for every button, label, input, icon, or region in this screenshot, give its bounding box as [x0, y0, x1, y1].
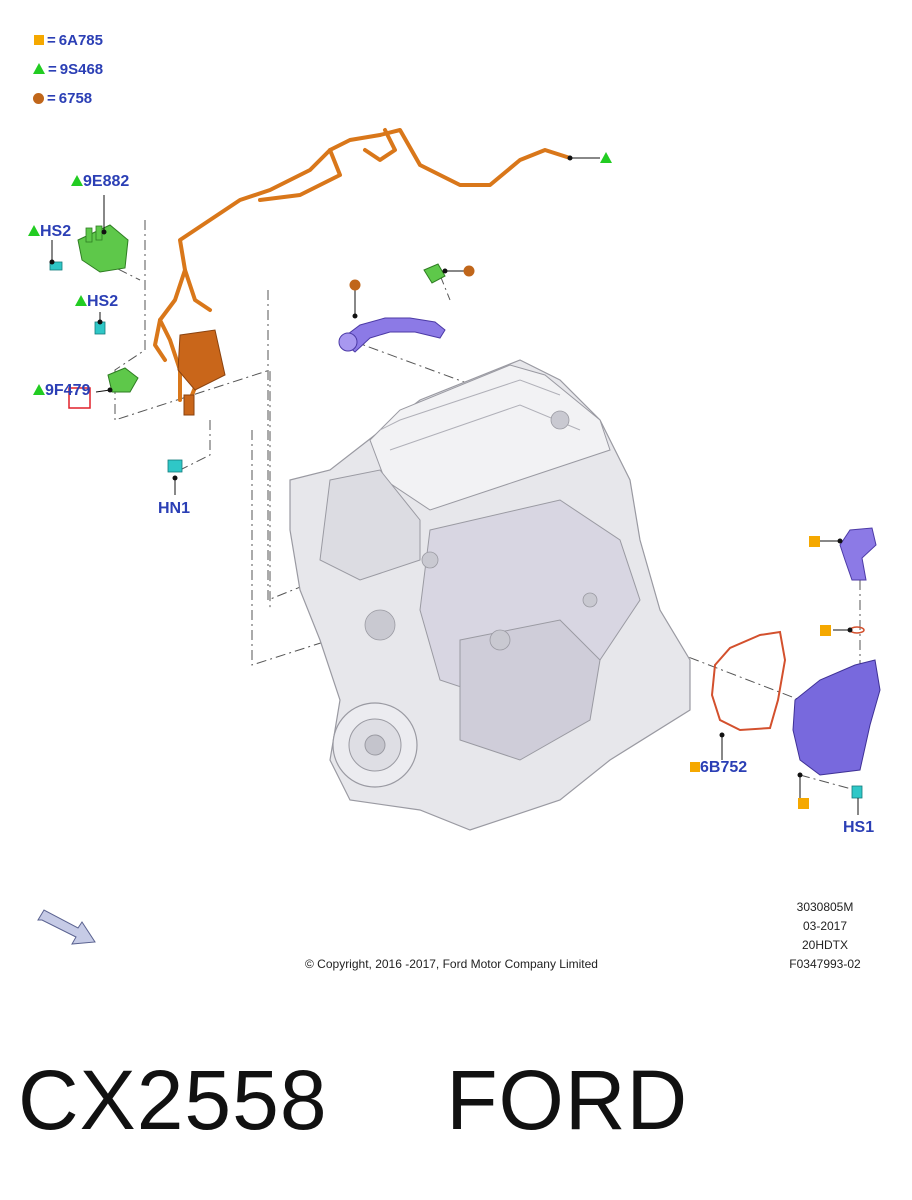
- callout-6b752: 6B752: [690, 759, 747, 777]
- callout-hs2-upper: HS2: [28, 223, 71, 241]
- legend-code: 9S468: [59, 61, 104, 78]
- triangle-icon: [33, 63, 45, 74]
- triangle-icon: [71, 175, 83, 186]
- highlight-box: [68, 387, 91, 409]
- callout-9e882: 9E882: [71, 173, 129, 191]
- square-icon: [690, 762, 700, 772]
- copyright-text: © Copyright, 2016 -2017, Ford Motor Comp…: [305, 957, 598, 971]
- legend-code: 6A785: [58, 32, 103, 49]
- callout-hn1: HN1: [158, 500, 191, 517]
- meta-variant: 20HDTX: [801, 938, 848, 952]
- caption-brand: FORD: [446, 1053, 689, 1147]
- triangle-icon: [33, 384, 45, 395]
- triangle-icon: [28, 225, 40, 236]
- sensor-9f479: [107, 367, 139, 393]
- callout-markers: [49, 152, 859, 815]
- fastener-hs2-upper: [49, 261, 63, 271]
- sensor-9e882: [77, 224, 129, 273]
- caption: CX2558 FORD: [18, 1052, 688, 1149]
- legend-code: 6758: [58, 90, 93, 107]
- circle-icon: [33, 93, 44, 104]
- callout-9f479: 9F479: [33, 382, 90, 400]
- meta-date: 03-2017: [802, 919, 848, 933]
- fastener-hn1: [167, 459, 183, 473]
- callout-hs2-lower: HS2: [75, 293, 118, 311]
- connector-green-top: [423, 263, 446, 284]
- gasket-6b752: [710, 630, 787, 732]
- purple-tube-upper: [338, 317, 446, 353]
- triangle-icon: [75, 295, 87, 306]
- purple-cover-right: [792, 659, 881, 776]
- direction-arrow-icon: [37, 909, 96, 945]
- meta-code: 3030805M: [796, 900, 854, 914]
- harness-connector-block: [177, 329, 226, 416]
- legend-item-circle: =6758: [33, 90, 92, 108]
- legend-item-square: =6A785: [34, 32, 103, 50]
- engine-block: [289, 359, 691, 831]
- square-icon: [34, 35, 44, 45]
- callout-hs1: HS1: [843, 819, 875, 836]
- caption-part-number: CX2558: [18, 1053, 328, 1147]
- parts-diagram: [37, 128, 881, 945]
- purple-tube-right: [839, 527, 877, 581]
- meta-figure: F0347993-02: [789, 957, 861, 971]
- fastener-hs1: [851, 785, 863, 799]
- legend-item-triangle: =9S468: [33, 61, 103, 79]
- diagram-meta: 3030805M 03-2017 20HDTX F0347993-02: [770, 898, 880, 974]
